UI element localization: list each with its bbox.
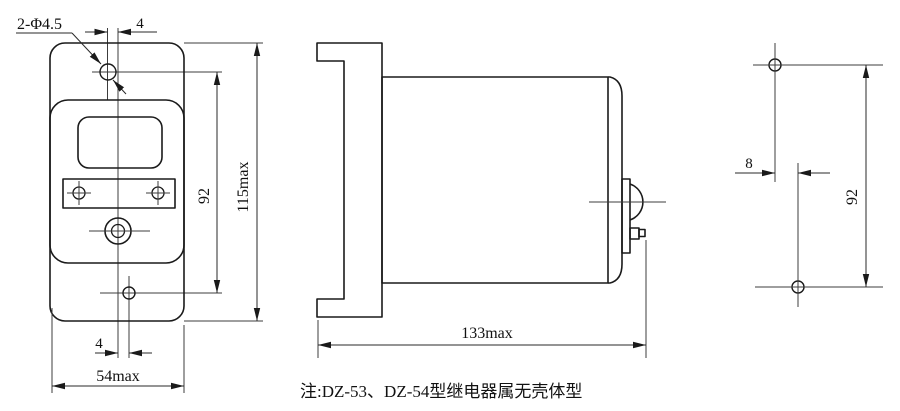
side-dim-length-label: 133max xyxy=(461,325,513,342)
front-dim-bottom-offset-label: 4 xyxy=(95,336,103,352)
rear-dim-offset-label: 8 xyxy=(745,156,753,172)
relay-front-window xyxy=(77,116,163,169)
mounting-flange xyxy=(316,42,383,318)
relay-side-body xyxy=(381,76,609,284)
front-bottom-mounting-hole xyxy=(122,286,136,300)
terminal-stud xyxy=(629,227,640,240)
front-dim-width-label: 54max xyxy=(96,368,140,385)
front-hole-callout-leader2 xyxy=(112,79,127,95)
rear-drilling-view: 8 92 xyxy=(735,43,883,307)
rear-plate xyxy=(621,178,631,254)
rear-dim-spacing-label: 92 xyxy=(844,189,861,205)
relay-front-cover-seam xyxy=(49,99,185,264)
front-dim-top-offset-label: 4 xyxy=(136,16,144,32)
relay-side-end-cap xyxy=(608,76,623,284)
front-top-mounting-hole xyxy=(99,63,117,81)
front-hole-callout-leader xyxy=(71,32,102,65)
drawing-note: 注:DZ-53、DZ-54型继电器属无壳体型 xyxy=(300,382,582,401)
front-view: 2-Φ4.5 4 92 115max 4 54max xyxy=(16,16,263,393)
side-view: 133max xyxy=(316,42,666,358)
front-hole-callout-label: 2-Φ4.5 xyxy=(17,16,62,33)
front-dim-hole-spacing-label: 92 xyxy=(196,188,213,204)
terminal-stud-tip xyxy=(638,228,646,238)
terminal-strip xyxy=(62,178,176,209)
front-dim-height-label: 115max xyxy=(235,162,252,213)
